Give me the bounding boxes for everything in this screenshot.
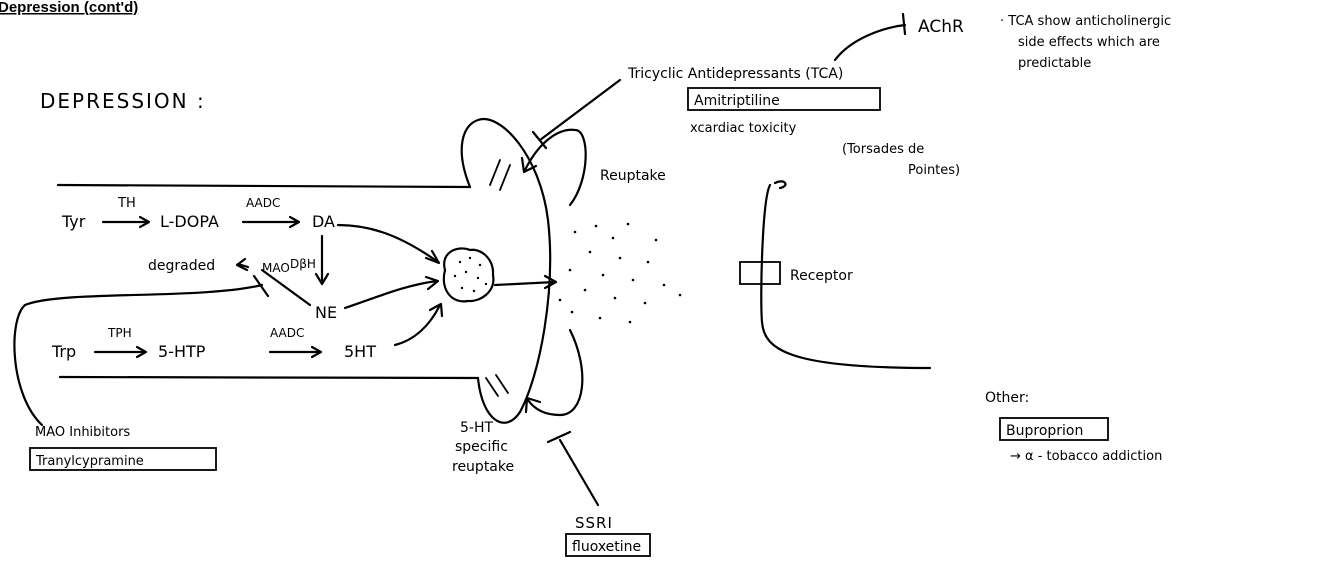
fluoxetine-label: fluoxetine [572,539,641,555]
tca-label: Tricyclic Antidepressants (TCA) [627,66,843,82]
ssri-inhibition-line [548,432,598,505]
th-enzyme: TH [117,196,136,211]
aadc-enzyme-1: AADC [246,196,280,210]
specific-label-1: 5-HT [460,420,493,436]
mao-inhibitors-label: MAO Inhibitors [35,425,130,440]
tca-inhibition-line [533,80,620,148]
ne-label: NE [315,303,337,322]
tranylcypramine-label: Tranylcypramine [35,454,144,469]
synthesis-pathway: Tyr TH L-DOPA AADC DA DβH NE MAO degrade… [51,196,442,361]
amitriptiline-label: Amitriptiline [694,93,780,109]
synaptic-cleft-neurotransmitter [559,223,682,324]
cardiac-toxicity-label: xcardiac toxicity [690,121,797,136]
specific-label-3: reuptake [452,459,514,475]
reuptake-arrow [522,130,586,205]
ldopa-label: L-DOPA [160,212,219,231]
ssri-label: SSRI [575,514,613,532]
reuptake-label: Reuptake [600,168,666,184]
receptor-label: Receptor [790,268,853,284]
page-header-fragment: Depression (cont'd) [0,0,138,16]
achr-label: AChR [918,17,964,37]
aadc-enzyme-2: AADC [270,326,304,340]
dbh-enzyme: DβH [290,257,316,271]
tyr-label: Tyr [61,212,86,231]
achr-note-2: side effects which are [1018,35,1160,50]
achr-line [835,14,905,60]
release-arrow [495,282,555,285]
da-label: DA [312,212,335,231]
achr-note-3: predictable [1018,56,1091,71]
achr-note-1: · TCA show anticholinergic [1000,14,1171,29]
tph-enzyme: TPH [107,326,132,340]
degraded-label: degraded [148,258,215,274]
buproprion-label: Buproprion [1006,423,1083,439]
tobacco-addiction-label: → α - tobacco addiction [1010,449,1162,464]
htp-label: 5-HTP [158,342,206,361]
specific-label-2: specific [455,439,508,455]
torsades-label-2: Pointes) [908,163,960,178]
mao-enzyme: MAO [262,261,290,275]
sht-label: 5HT [344,342,376,361]
torsades-label-1: (Torsades de [842,142,924,157]
diagram-title: DEPRESSION : [40,89,206,113]
other-label: Other: [985,390,1029,406]
receptor-box [740,262,780,284]
trp-label: Trp [51,342,76,361]
vesicle [444,248,494,301]
